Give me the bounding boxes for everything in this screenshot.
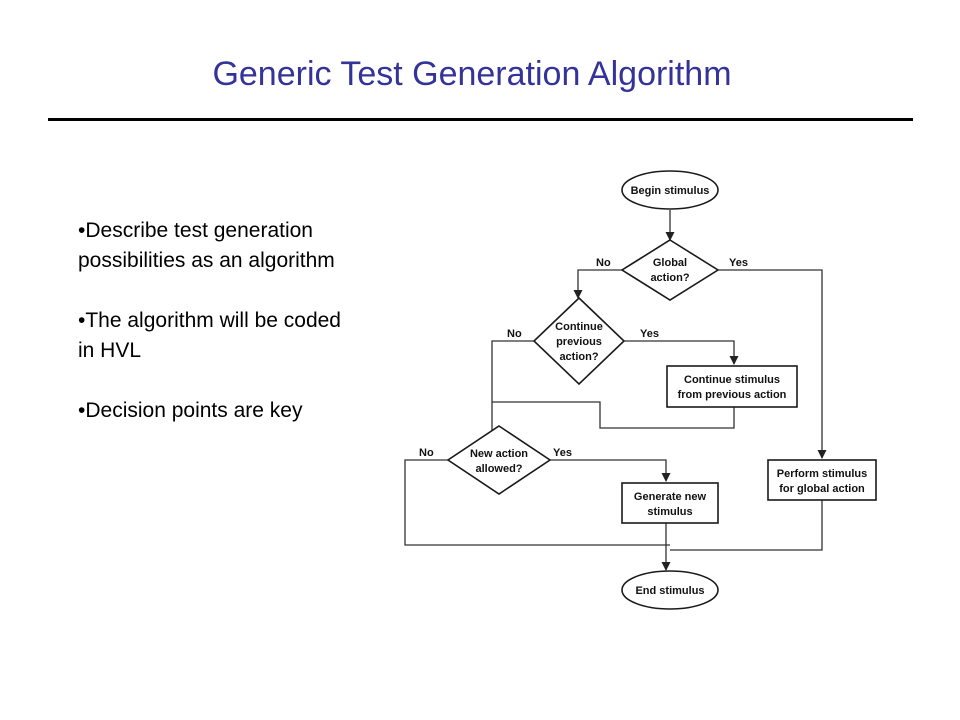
perform-global-stimulus-process — [767, 459, 877, 501]
connector-new-action-no — [404, 459, 670, 546]
global-action-decision — [620, 239, 720, 301]
generate-new-label-line2: stimulus — [647, 506, 692, 518]
bullet-text: The algorithm will be coded in HVL — [78, 309, 341, 362]
continue-no-label: No — [507, 328, 522, 340]
continue-stimulus-process — [666, 365, 798, 408]
global-action-label-line1: Global — [653, 257, 687, 269]
end-stimulus-label: End stimulus — [635, 585, 704, 597]
new-action-label-line2: allowed? — [475, 463, 522, 475]
perform-global-label-line2: for global action — [779, 483, 865, 495]
begin-stimulus-terminal — [621, 170, 719, 210]
connector-global-no — [573, 269, 622, 299]
bullet-list: •Describe test generation possibilities … — [78, 216, 343, 456]
connector-continue-yes — [624, 340, 739, 365]
connector-new-action-yes — [550, 459, 671, 482]
connector-global-yes — [718, 269, 827, 459]
continue-stimulus-label-line2: from previous action — [678, 389, 787, 401]
new-action-yes-label: Yes — [553, 447, 572, 459]
new-action-decision — [446, 425, 552, 495]
continue-previous-label-line3: action? — [559, 351, 598, 363]
continue-previous-decision — [532, 296, 626, 386]
global-action-label-line2: action? — [650, 272, 689, 284]
bullet-item: •Decision points are key — [78, 399, 303, 422]
bullet-text: Decision points are key — [85, 399, 303, 422]
connector-perform-to-end — [670, 500, 823, 551]
bullet-item: •Describe test generation possibilities … — [78, 219, 335, 272]
end-stimulus-terminal — [621, 570, 719, 610]
begin-stimulus-label: Begin stimulus — [631, 185, 710, 197]
bullet-item: •The algorithm will be coded in HVL — [78, 309, 341, 362]
perform-global-label-line1: Perform stimulus — [777, 468, 867, 480]
generate-new-stimulus-process — [621, 482, 719, 524]
title-underline — [48, 118, 913, 121]
flowchart: Begin stimulus Global action? Continue p… — [404, 170, 877, 610]
global-no-label: No — [596, 257, 611, 269]
continue-yes-label: Yes — [640, 328, 659, 340]
continue-stimulus-label-line1: Continue stimulus — [684, 374, 780, 386]
connector-continue-stimulus-loop — [492, 401, 735, 429]
global-yes-label: Yes — [729, 257, 748, 269]
slide-title: Generic Test Generation Algorithm — [212, 55, 732, 93]
connector-continue-no — [487, 340, 534, 447]
bullet-text: Describe test generation possibilities a… — [78, 219, 335, 272]
continue-previous-label-line1: Continue — [555, 321, 603, 333]
new-action-label-line1: New action — [470, 448, 528, 460]
continue-previous-label-line2: previous — [556, 336, 602, 348]
new-action-no-label: No — [419, 447, 434, 459]
generate-new-label-line1: Generate new — [634, 491, 707, 503]
